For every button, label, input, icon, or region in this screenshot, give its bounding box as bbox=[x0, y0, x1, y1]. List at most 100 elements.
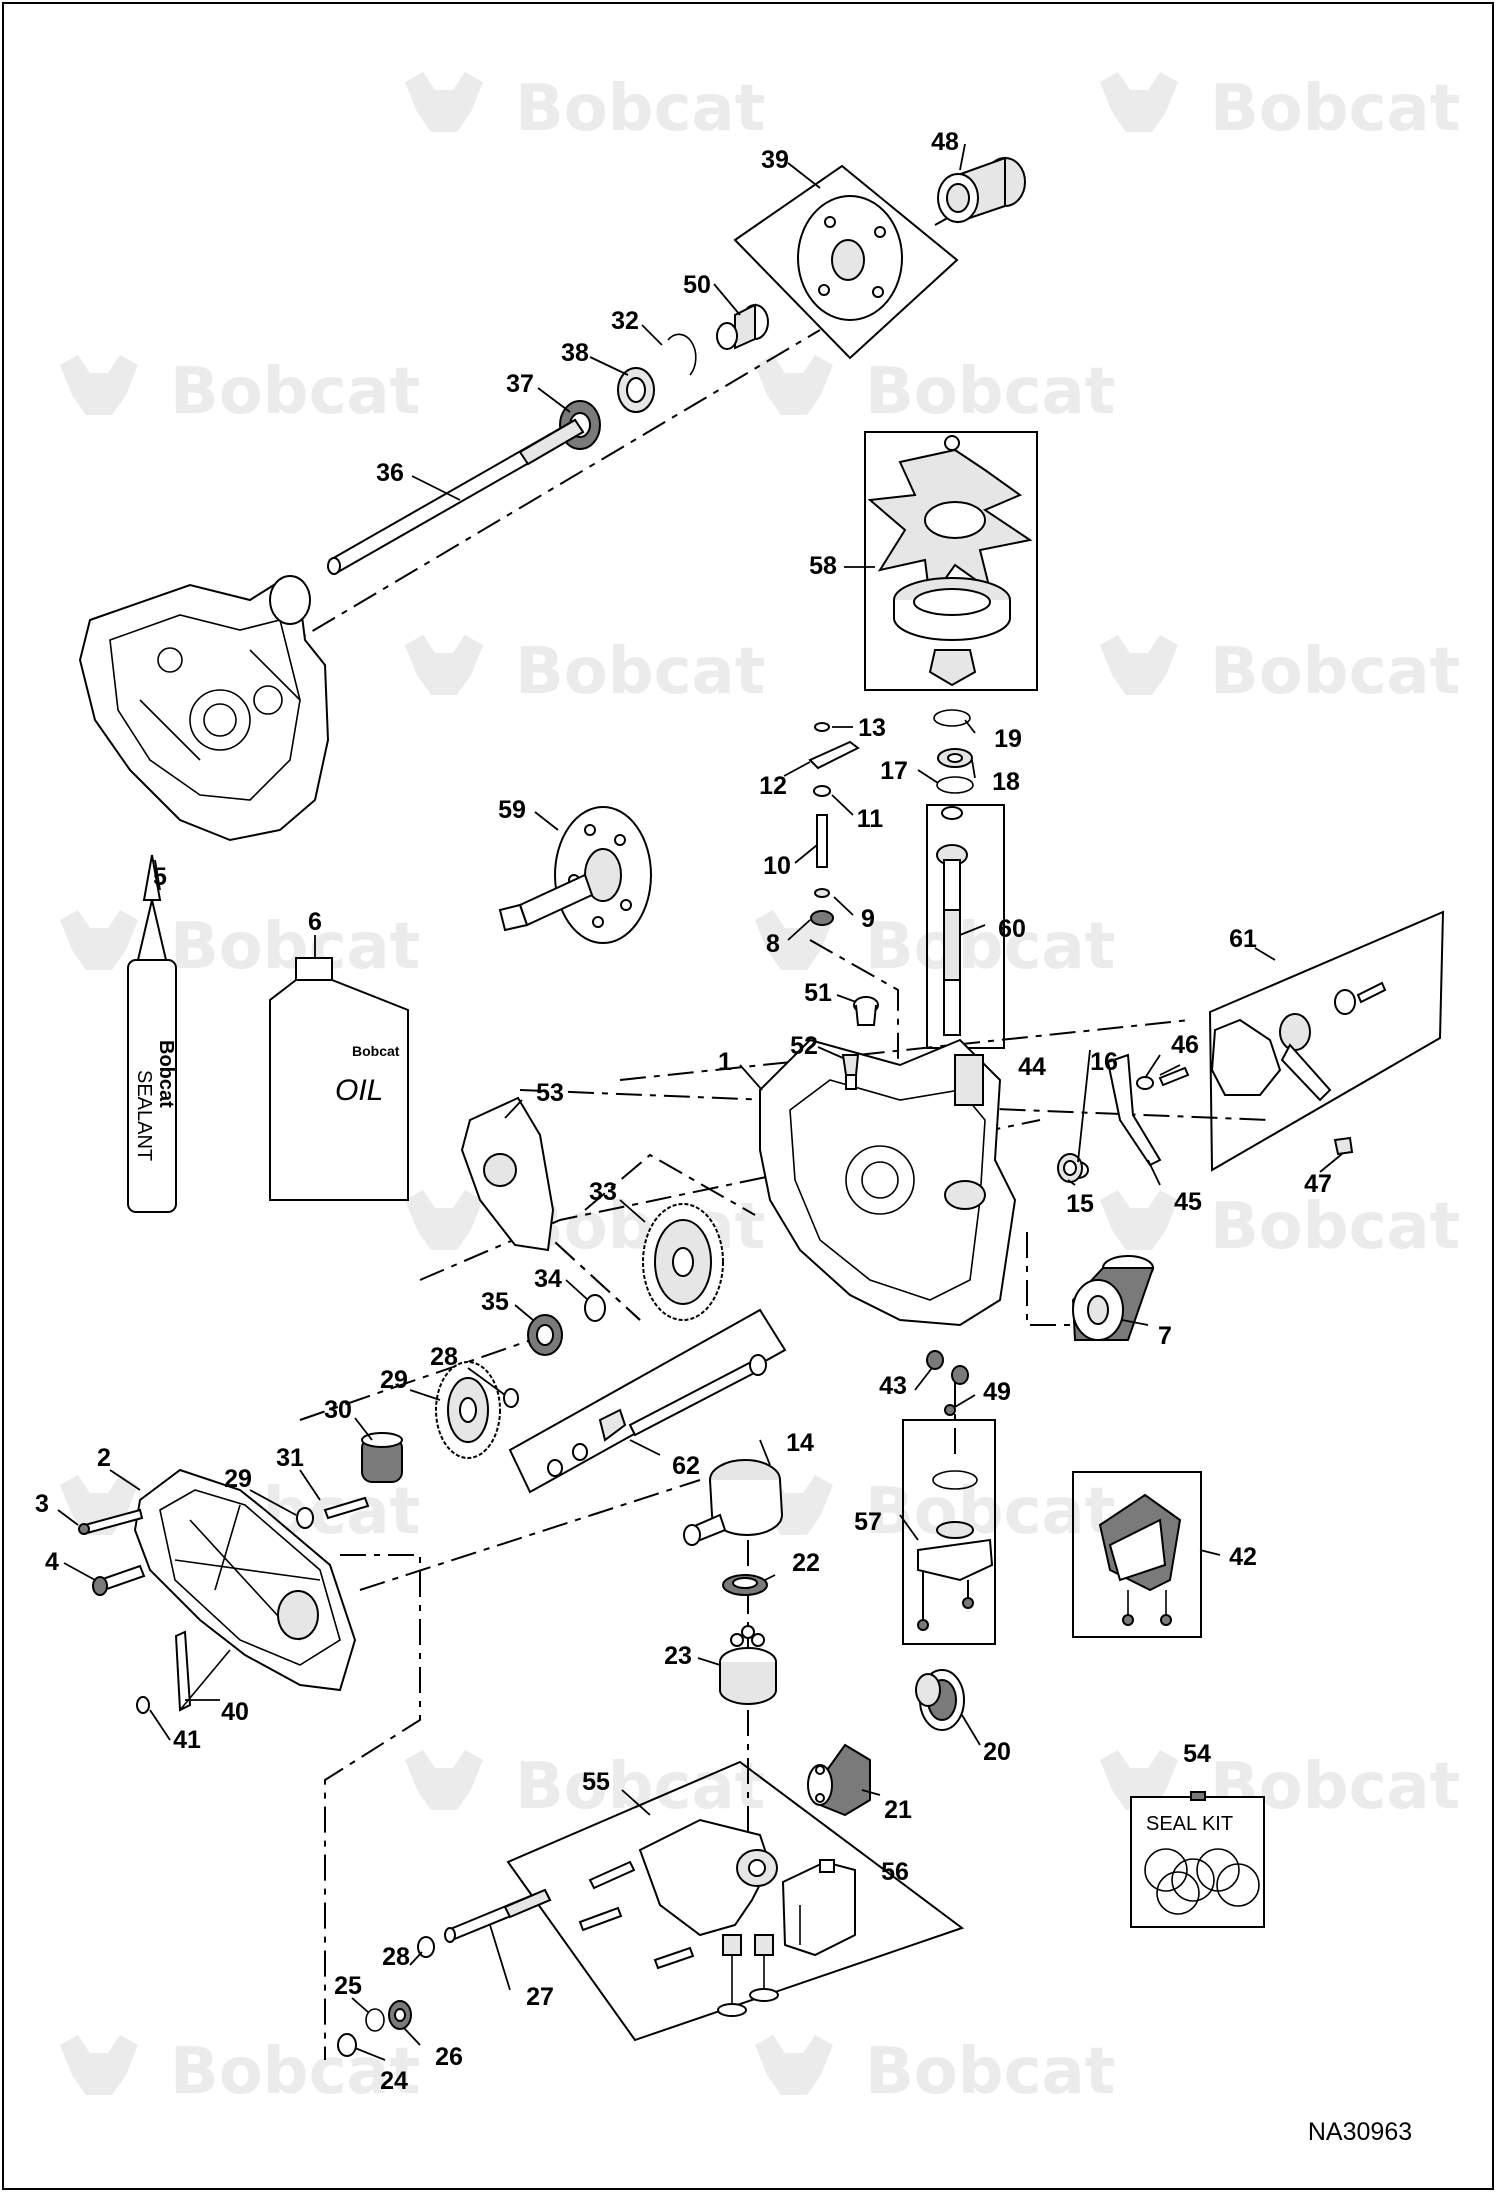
callout-23: 23 bbox=[664, 1642, 692, 1670]
callout-53: 52 bbox=[790, 1032, 818, 1060]
callout-32: 31 bbox=[276, 1444, 304, 1472]
svg-text:Bobcat: Bobcat bbox=[515, 635, 765, 709]
callout-5: 5 bbox=[153, 863, 167, 891]
watermark: Bobcat bbox=[60, 910, 420, 984]
watermark: Bobcat bbox=[755, 355, 1115, 429]
part-3-bolt bbox=[78, 1508, 144, 1535]
callout-52: 51 bbox=[804, 979, 832, 1007]
part-31-pinion bbox=[361, 1432, 403, 1483]
watermark: Bobcat bbox=[405, 1750, 765, 1824]
callout-15: 15 bbox=[1066, 1190, 1094, 1218]
box-43 bbox=[1072, 1471, 1202, 1638]
part-transaxle-housing-upper bbox=[78, 575, 330, 842]
callout-51: 50 bbox=[683, 271, 711, 299]
callout-33: 32 bbox=[611, 307, 639, 335]
watermark: Bobcat bbox=[1100, 72, 1460, 146]
watermark: Bobcat bbox=[405, 635, 765, 709]
part-57-valve bbox=[781, 1859, 856, 1957]
part-44-plug-2 bbox=[951, 1365, 969, 1385]
part-29-washer bbox=[503, 1388, 519, 1408]
callout-11: 11 bbox=[857, 805, 884, 833]
part-7-filter bbox=[1071, 1255, 1155, 1341]
svg-text:Bobcat: Bobcat bbox=[515, 1190, 765, 1264]
part-26-gear bbox=[388, 2000, 412, 2030]
part-39-seal bbox=[617, 367, 655, 413]
callout-13: 13 bbox=[858, 714, 886, 742]
svg-text:Bobcat: Bobcat bbox=[515, 72, 765, 146]
callout-29a: 28 bbox=[430, 1343, 458, 1371]
part-63-shaft bbox=[547, 1354, 767, 1477]
callout-37: 36 bbox=[376, 459, 404, 487]
part-56-center-section bbox=[578, 1818, 779, 2017]
callout-47: 46 bbox=[1171, 1031, 1199, 1059]
part-20-thrust-bearing bbox=[915, 1669, 965, 1731]
part-47-bolt bbox=[1158, 1066, 1190, 1087]
part-44-plug bbox=[926, 1350, 944, 1370]
watermarks: Bobcat Bobcat Bobcat Bobcat Bobcat Bobca… bbox=[60, 72, 1460, 2109]
callout-60: 59 bbox=[498, 796, 526, 824]
part-1-main-housing bbox=[759, 1038, 1017, 1327]
callout-59: 58 bbox=[809, 552, 837, 580]
callout-31: 30 bbox=[324, 1396, 352, 1424]
callout-57: 56 bbox=[881, 1858, 909, 1886]
callout-54: 53 bbox=[536, 1079, 564, 1107]
part-17-ring bbox=[936, 776, 974, 794]
svg-text:Bobcat: Bobcat bbox=[170, 355, 420, 429]
svg-text:Bobcat: Bobcat bbox=[515, 1750, 765, 1824]
part-4-plug bbox=[92, 1564, 146, 1596]
part-58-charge-pump bbox=[917, 1470, 994, 1631]
callout-46: 45 bbox=[1174, 1188, 1202, 1216]
part-32-pin bbox=[323, 1496, 370, 1520]
callout-49: 48 bbox=[931, 128, 959, 156]
callout-1: 1 bbox=[718, 1048, 732, 1076]
part-16-washer bbox=[1136, 1076, 1154, 1090]
part-24-washer bbox=[337, 2033, 357, 2057]
part-13-clip bbox=[814, 722, 830, 732]
svg-text:Bobcat: Bobcat bbox=[1210, 635, 1460, 709]
callout-8: 8 bbox=[766, 930, 780, 958]
watermark: Bobcat bbox=[1100, 1190, 1460, 1264]
part-10-pin bbox=[816, 814, 828, 868]
callout-34: 33 bbox=[589, 1178, 617, 1206]
callout-39: 38 bbox=[561, 339, 589, 367]
box-63 bbox=[508, 1308, 787, 1494]
callout-61: 60 bbox=[998, 915, 1026, 943]
watermark: Bobcat bbox=[405, 72, 765, 146]
callout-48: 47 bbox=[1304, 1170, 1332, 1198]
svg-text:Bobcat: Bobcat bbox=[170, 2035, 420, 2109]
part-42-clip bbox=[136, 1696, 150, 1714]
leaders bbox=[57, 143, 1343, 2061]
part-5-sealant-tube: Bobcat SEALANT bbox=[127, 854, 177, 1213]
callout-40: 39 bbox=[761, 146, 789, 174]
part-21-motor-block bbox=[807, 1743, 871, 1817]
callout-14: 14 bbox=[786, 1429, 814, 1457]
watermark: Bobcat bbox=[1100, 635, 1460, 709]
svg-text:Bobcat: Bobcat bbox=[865, 2035, 1115, 2109]
part-54-cover bbox=[460, 1096, 555, 1252]
callout-2: 2 bbox=[97, 1444, 111, 1472]
watermark: Bobcat bbox=[755, 2035, 1115, 2109]
part-62-control-arm bbox=[1210, 981, 1387, 1156]
callout-21: 21 bbox=[884, 1796, 912, 1824]
svg-text:Bobcat: Bobcat bbox=[865, 910, 1115, 984]
parts: Bobcat SEALANT Bobcat OIL bbox=[78, 156, 1387, 2057]
seal-kit-label: SEAL KIT bbox=[1146, 1813, 1233, 1835]
part-50-ball bbox=[944, 1404, 956, 1416]
callout-25: 25 bbox=[334, 1972, 362, 2000]
group-boxes bbox=[506, 164, 1445, 2042]
part-52-plug bbox=[853, 996, 879, 1026]
part-19-ring bbox=[933, 709, 971, 727]
svg-text:Bobcat: Bobcat bbox=[1210, 72, 1460, 146]
part-37-axle-shaft bbox=[327, 418, 585, 575]
box-59 bbox=[864, 431, 1038, 691]
callout-55: 54 bbox=[1183, 1740, 1211, 1768]
part-40-hub bbox=[797, 195, 903, 321]
part-27-pump-shaft bbox=[444, 1888, 552, 1943]
callout-3: 3 bbox=[35, 1490, 49, 1518]
watermark: Bobcat bbox=[60, 2035, 420, 2109]
svg-text:Bobcat: Bobcat bbox=[1210, 1190, 1460, 1264]
callout-45: 44 bbox=[1018, 1053, 1046, 1081]
part-36-bearing bbox=[527, 1314, 563, 1356]
callout-38: 37 bbox=[506, 370, 534, 398]
